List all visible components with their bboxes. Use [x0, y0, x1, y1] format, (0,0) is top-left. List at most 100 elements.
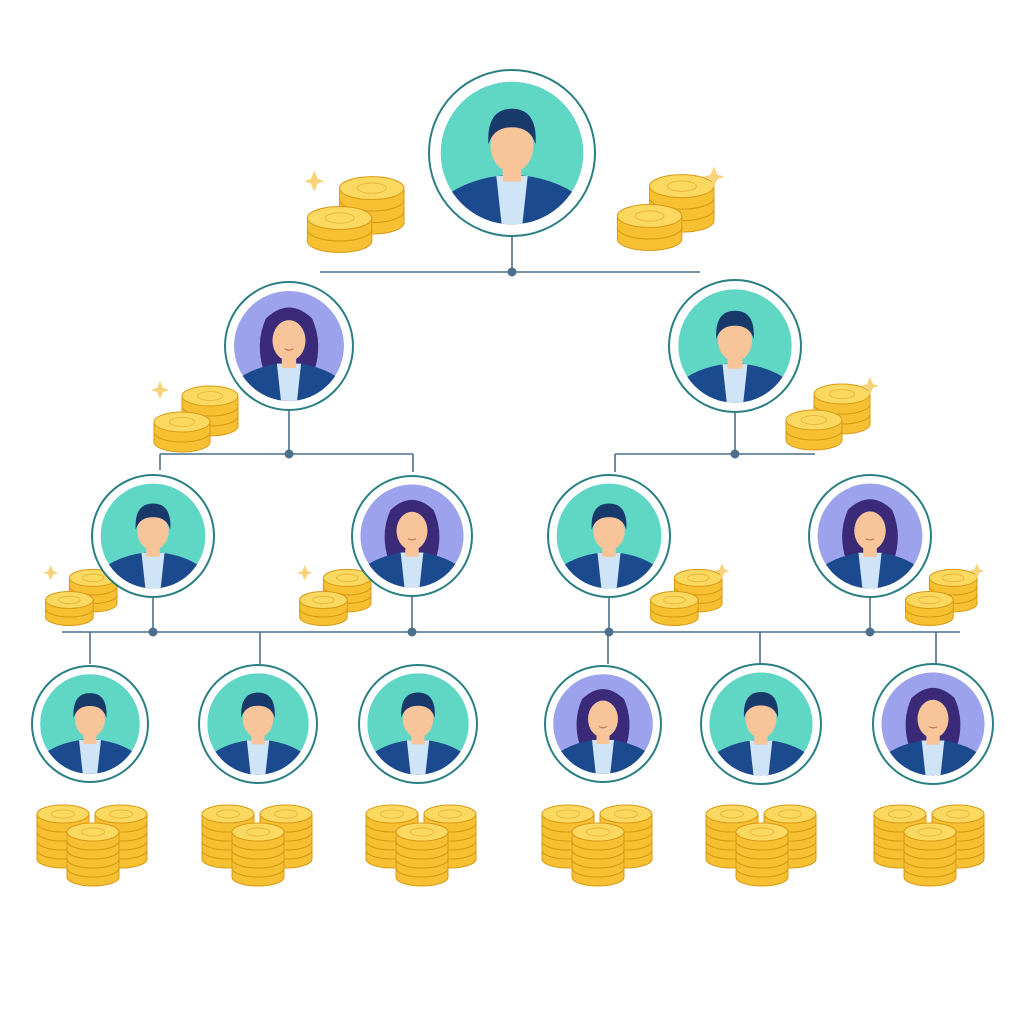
coin-emboss [687, 573, 710, 583]
coin-emboss [273, 809, 299, 819]
coin-top [616, 204, 683, 228]
shirt [141, 552, 165, 589]
small-coin-stack [905, 563, 985, 626]
face [717, 319, 753, 362]
coin-emboss [50, 809, 76, 819]
coin-emboss [666, 180, 697, 192]
sparkle-icon [303, 170, 325, 192]
coin-emboss [829, 389, 856, 399]
avatar-node [872, 663, 994, 785]
shirt [400, 552, 424, 588]
short-hair [716, 310, 754, 340]
coin-top [181, 385, 239, 407]
coin-top [259, 804, 313, 824]
small-coin-stack [650, 563, 730, 626]
coin-top [299, 591, 348, 609]
smile [598, 725, 608, 729]
male-avatar-icon [709, 672, 813, 776]
coin-top [785, 409, 843, 431]
coin-emboss [312, 595, 335, 605]
small-coin-stack [785, 377, 879, 451]
sparkle-icon [861, 377, 879, 395]
large-coin-pile [705, 804, 817, 887]
coin-emboss [437, 809, 463, 819]
face [396, 511, 428, 550]
coin-top [705, 804, 759, 824]
coin-top [201, 804, 255, 824]
avatar-node [351, 475, 473, 597]
avatar-node [428, 69, 596, 237]
coin-top [928, 568, 978, 587]
hair-fringe [270, 310, 308, 340]
avatar-node [91, 474, 215, 598]
hair-fringe [394, 502, 430, 530]
face [75, 700, 105, 738]
face [917, 699, 949, 738]
large-coin-pile [365, 804, 477, 887]
sparkle-icon [703, 166, 725, 188]
female-avatar-icon [233, 290, 345, 402]
coin-top [673, 568, 723, 587]
coin-emboss [215, 809, 241, 819]
male-avatar-icon [40, 674, 140, 774]
short-hair [241, 692, 275, 718]
shirt [749, 740, 773, 776]
coin-emboss [336, 573, 359, 583]
coin-emboss [356, 182, 387, 194]
avatar-node [700, 663, 822, 785]
connector-dot [407, 627, 417, 637]
coin-emboss [613, 809, 639, 819]
coin-emboss [168, 417, 195, 427]
male-avatar-icon [207, 673, 309, 775]
coin-top [36, 804, 90, 824]
coin-top [339, 176, 405, 201]
small-coin-stack [616, 166, 725, 251]
coin-top [153, 411, 211, 433]
sparkle-icon [969, 563, 985, 579]
coin-emboss [749, 827, 775, 837]
avatar-nodes [31, 69, 994, 785]
coin-top [45, 591, 94, 609]
coin-top [571, 822, 625, 842]
coin-emboss [555, 809, 581, 819]
hair-fringe [852, 502, 888, 530]
shirt [79, 739, 101, 774]
coin-emboss [82, 573, 105, 583]
sparkle-icon [151, 381, 169, 399]
coin-emboss [945, 809, 971, 819]
hair-fringe [585, 692, 621, 719]
short-hair [743, 692, 779, 718]
coin-top [66, 822, 120, 842]
coin-top [395, 822, 449, 842]
coin-emboss [801, 415, 828, 425]
shirt [592, 739, 614, 774]
avatar-node [547, 474, 671, 598]
face [272, 320, 306, 361]
connector-dot [507, 267, 517, 277]
coin-top [599, 804, 653, 824]
coin-emboss [196, 391, 223, 401]
short-hair [591, 503, 627, 530]
face [854, 511, 886, 551]
connector-dot [284, 449, 294, 459]
coin-emboss [942, 573, 965, 583]
smile [865, 538, 875, 541]
avatar-node [808, 474, 932, 598]
face [137, 511, 169, 551]
coin-emboss [777, 809, 803, 819]
coin-top [231, 822, 285, 842]
sparkle-icon [43, 565, 59, 581]
coin-top [903, 822, 957, 842]
small-coin-stack [297, 565, 372, 626]
coin-top [423, 804, 477, 824]
short-hair [135, 503, 171, 530]
coin-emboss [409, 827, 435, 837]
sparkle-icon [714, 563, 730, 579]
coin-emboss [585, 827, 611, 837]
avatar-node [31, 665, 149, 783]
connector-dot [148, 627, 158, 637]
coin-emboss [324, 212, 355, 224]
small-coin-stack [303, 170, 405, 253]
face [593, 511, 625, 551]
coin-emboss [917, 827, 943, 837]
